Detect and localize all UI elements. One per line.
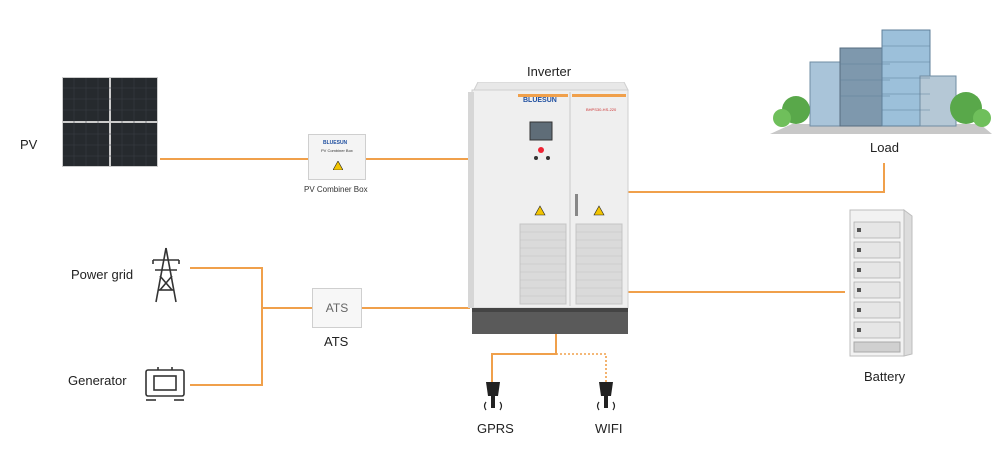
power-grid-tower-icon (150, 246, 182, 304)
pv-panel-image (62, 77, 158, 167)
generator-icon (144, 366, 186, 402)
ats-box: ATS (312, 288, 362, 328)
gprs-label: GPRS (477, 421, 514, 436)
pv-label: PV (20, 137, 38, 152)
wifi-antenna-icon (593, 380, 619, 416)
inverter-label: Inverter (527, 64, 572, 79)
warning-icon (333, 161, 343, 170)
pv-combiner-box-image: BLUESUN PV Combiner Box (308, 134, 366, 180)
inverter-brand: BLUESUN (523, 97, 557, 104)
inverter-model: BHPS30-HS-220 (586, 107, 617, 112)
pv-combiner-box-label: PV Combiner Box (304, 185, 368, 194)
load-label: Load (870, 140, 899, 155)
ats-box-text: ATS (325, 301, 349, 315)
generator-label: Generator (68, 373, 127, 388)
battery-rack-image (848, 208, 914, 358)
power-grid-label: Power grid (71, 267, 134, 282)
battery-label: Battery (864, 369, 906, 384)
combiner-brand: BLUESUN (323, 140, 348, 146)
wifi-label: WIFI (595, 421, 623, 436)
inverter-cabinet-image: BLUESUN BHPS30-HS-220 (468, 81, 630, 336)
combiner-panel-title: PV Combiner Box (321, 148, 353, 153)
ats-label: ATS (324, 334, 349, 349)
building-image (770, 26, 992, 134)
gprs-antenna-icon (480, 380, 506, 416)
